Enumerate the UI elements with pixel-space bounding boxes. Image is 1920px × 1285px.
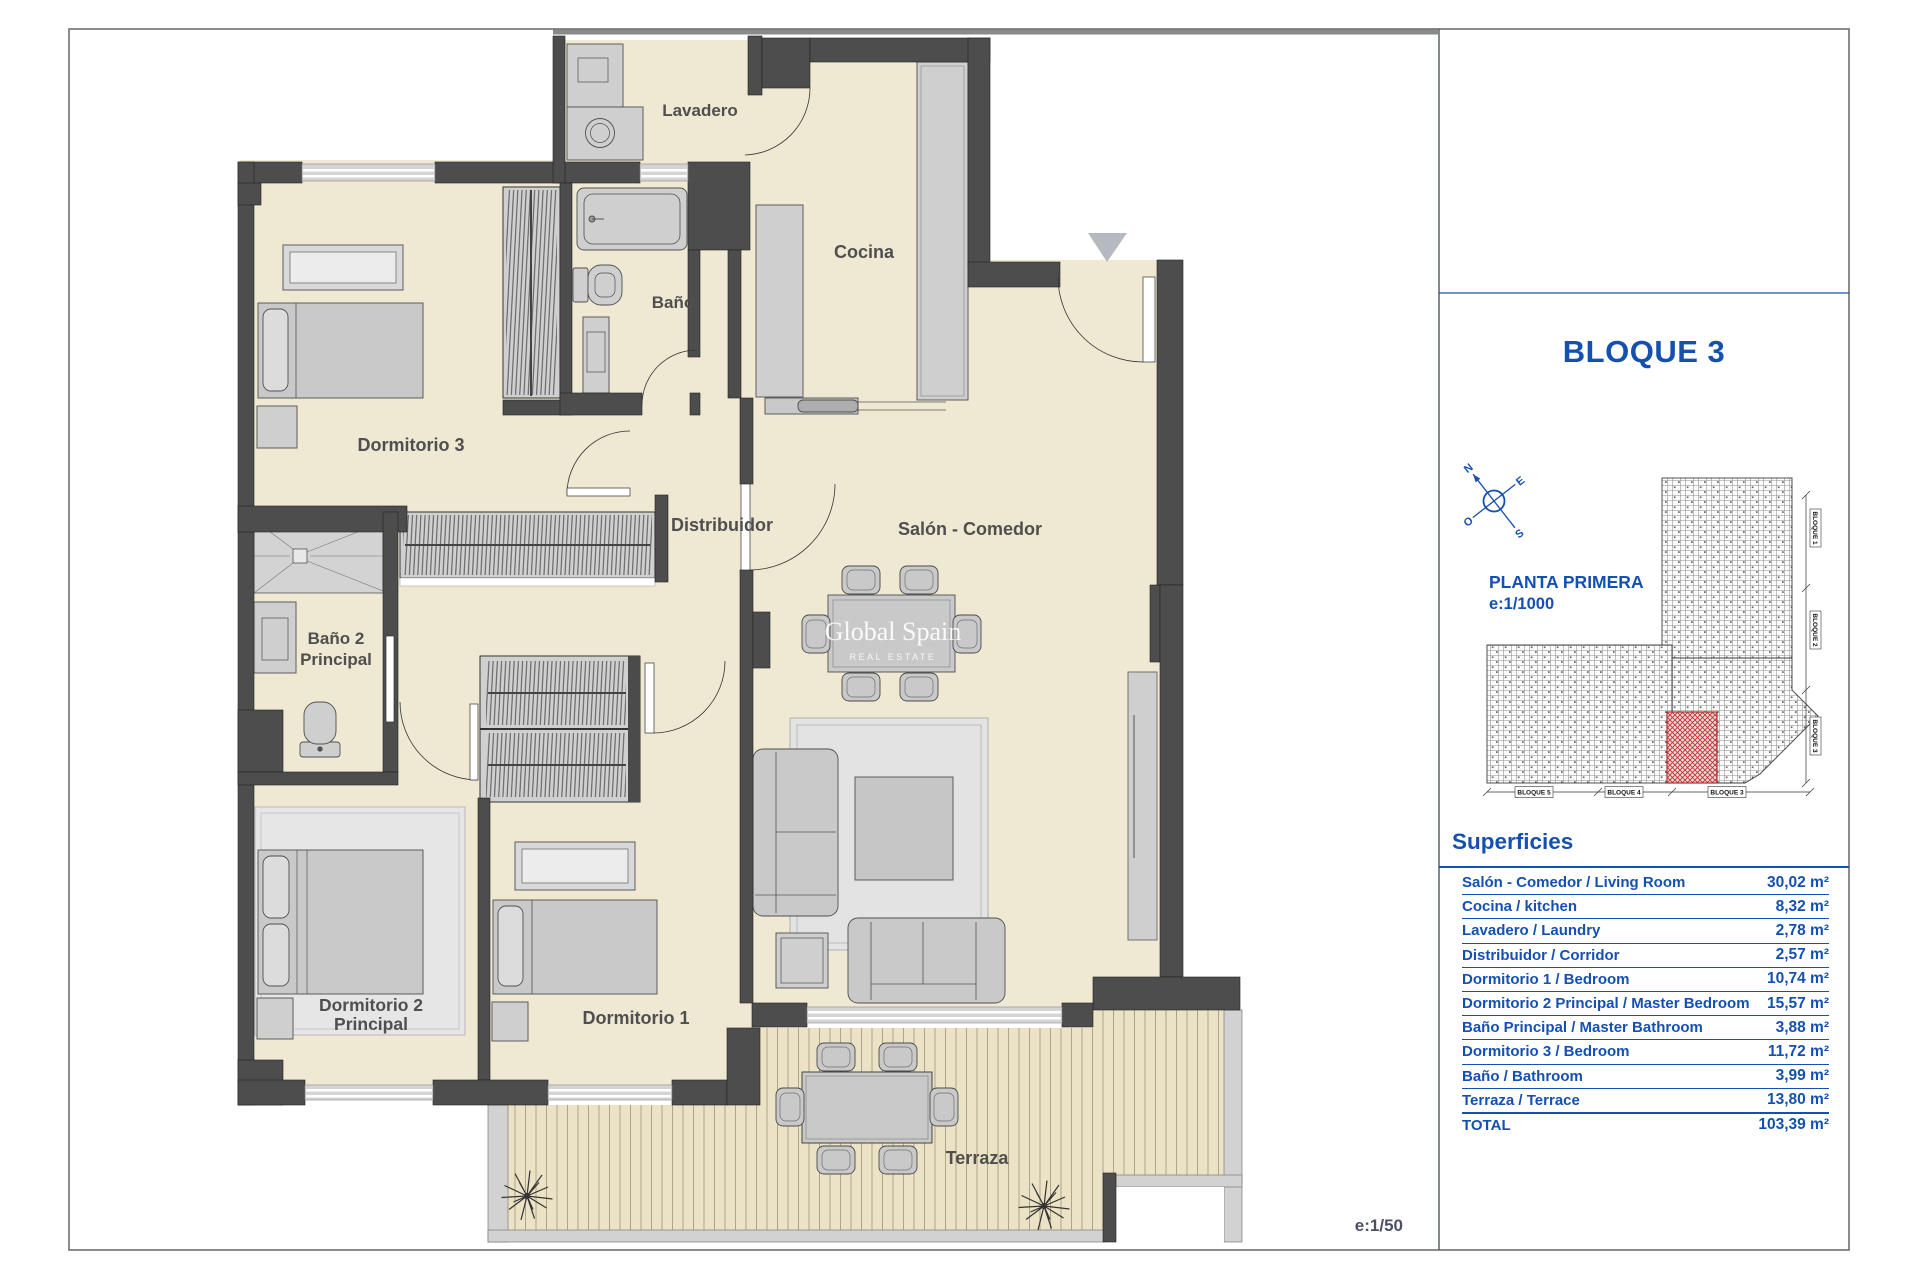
label-terraza: Terraza <box>946 1148 1010 1168</box>
entrance-marker-icon <box>1088 233 1127 262</box>
label-dormitorio1: Dormitorio 1 <box>582 1008 689 1028</box>
label-dormitorio2-1: Dormitorio 2 <box>319 995 423 1015</box>
area-row-label: Dormitorio 1 / Bedroom <box>1462 970 1630 988</box>
label-cocina: Cocina <box>834 242 895 262</box>
compass-e: E <box>1514 474 1527 488</box>
area-row-value: 3,99 m² <box>1775 1067 1829 1085</box>
siteplan-label: BLOQUE 4 <box>1607 790 1641 797</box>
area-row-value: 8,32 m² <box>1775 897 1829 915</box>
doors <box>385 87 1156 781</box>
area-row-label: Baño / Bathroom <box>1462 1067 1583 1085</box>
label-salon: Salón - Comedor <box>898 519 1042 539</box>
siteplan-label: BLOQUE 3 <box>1710 790 1744 797</box>
area-row-value: 30,02 m² <box>1766 873 1829 891</box>
furniture <box>253 43 1158 1175</box>
area-row-value: 13,80 m² <box>1766 1091 1829 1109</box>
label-distribuidor: Distribuidor <box>671 515 773 535</box>
area-row-label: Baño Principal / Master Bathroom <box>1462 1019 1703 1037</box>
watermark-line2: REAL ESTATE <box>850 652 937 662</box>
area-row: Baño / Bathroom 3,99 m² <box>1462 1065 1829 1089</box>
area-row: Terraza / Terrace 13,80 m² <box>1462 1089 1829 1112</box>
watermark: Global Spain REAL ESTATE <box>825 617 962 662</box>
area-table: Salón - Comedor / Living Room 30,02 m² Coc… <box>1462 871 1829 1137</box>
area-row: Salón - Comedor / Living Room 30,02 m² <box>1462 871 1829 896</box>
siteplan-label: BLOQUE 5 <box>1517 790 1551 797</box>
windows <box>301 163 1063 1101</box>
plan-scale-label: e:1/50 <box>1355 1216 1403 1235</box>
area-row: Dormitorio 2 Principal / Master Bedroom 1… <box>1462 992 1829 1017</box>
area-row-label: Dormitorio 3 / Bedroom <box>1462 1043 1630 1061</box>
compass-n: N <box>1462 461 1476 475</box>
area-row: Baño Principal / Master Bathroom 3,88 m² <box>1462 1016 1829 1041</box>
area-row-label: Dormitorio 2 Principal / Master Bedroom <box>1462 995 1750 1013</box>
area-row-label: Lavadero / Laundry <box>1462 922 1601 940</box>
superficies-heading: Superficies <box>1452 829 1574 854</box>
area-row-value: 15,57 m² <box>1766 994 1829 1012</box>
label-bano2-2: Principal <box>300 650 372 669</box>
closets <box>399 186 656 803</box>
area-row-label: Salón - Comedor / Living Room <box>1462 874 1686 892</box>
compass-s: S <box>1513 527 1526 541</box>
area-row-value: 2,78 m² <box>1775 921 1829 939</box>
compass-icon: N S E O <box>1462 461 1528 541</box>
area-row-label: Cocina / kitchen <box>1462 898 1578 916</box>
area-row: Distribuidor / Corridor 2,57 m² <box>1462 944 1829 968</box>
area-row-value: 10,74 m² <box>1766 970 1829 988</box>
area-row: TOTAL 103,39 m² <box>1462 1111 1829 1137</box>
siteplan-label: BLOQUE 2 <box>1811 613 1818 647</box>
highlighted-unit <box>1666 711 1718 784</box>
label-lavadero: Lavadero <box>662 101 738 120</box>
area-row-value: 3,88 m² <box>1775 1018 1829 1036</box>
area-row: Dormitorio 3 / Bedroom 11,72 m² <box>1462 1040 1829 1065</box>
neighbor-wall-band <box>553 29 1439 35</box>
area-row: Lavadero / Laundry 2,78 m² <box>1462 919 1829 944</box>
siteplan-label: BLOQUE 1 <box>1811 511 1818 545</box>
area-row-label: TOTAL <box>1462 1116 1511 1134</box>
room-labels: Lavadero Cocina Baño Dormitorio 3 Distri… <box>300 101 1042 1168</box>
siteplan-label: BLOQUE 3 <box>1811 719 1818 753</box>
walls <box>237 35 1241 1106</box>
label-dormitorio3: Dormitorio 3 <box>357 435 464 455</box>
area-row: Cocina / kitchen 8,32 m² <box>1462 895 1829 920</box>
area-row: Dormitorio 1 / Bedroom 10,74 m² <box>1462 968 1829 992</box>
label-dormitorio2-2: Principal <box>334 1014 408 1034</box>
floor-scale-label: e:1/1000 <box>1489 595 1555 613</box>
watermark-line1: Global Spain <box>825 617 962 646</box>
area-row-label: Terraza / Terrace <box>1462 1091 1580 1109</box>
siteplan: BLOQUE 5 BLOQUE 4 BLOQUE 3 BLOQUE 1 BLOQ… <box>1482 477 1822 798</box>
area-row-value: 2,57 m² <box>1775 946 1829 964</box>
floor-label: PLANTA PRIMERA <box>1489 572 1644 592</box>
area-row-value: 11,72 m² <box>1767 1042 1829 1060</box>
area-row-value: 103,39 m² <box>1758 1116 1829 1134</box>
area-row-label: Distribuidor / Corridor <box>1462 946 1620 964</box>
label-bano2-1: Baño 2 <box>308 629 365 648</box>
page-border <box>68 28 1850 1251</box>
page-title: BLOQUE 3 <box>1562 334 1726 369</box>
label-bano: Baño <box>652 293 695 312</box>
